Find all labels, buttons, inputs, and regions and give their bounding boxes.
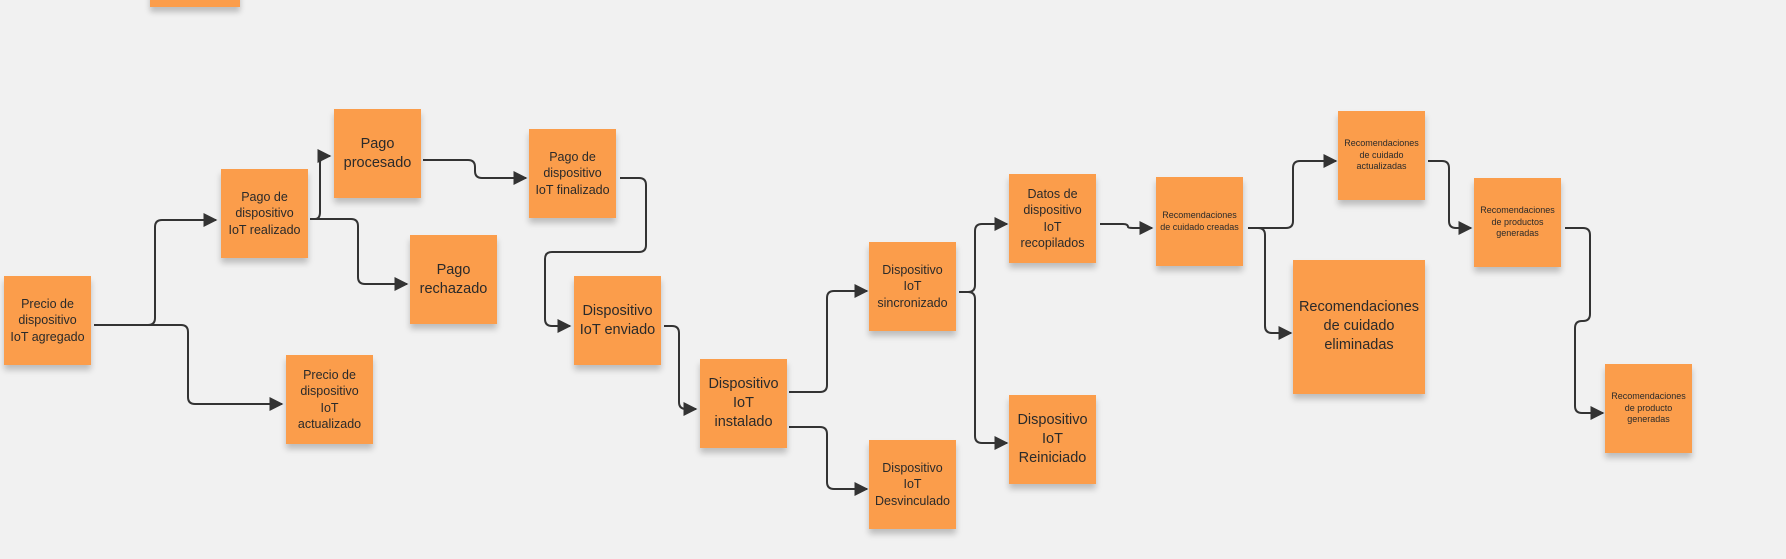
connector-sincronizado-to-reiniciado bbox=[959, 291, 1009, 450]
sticky-note-label: Recomendaciones de cuidado creadas bbox=[1160, 209, 1239, 232]
sticky-note-dispositivo-instalado[interactable]: Dispositivo IoT instalado bbox=[700, 359, 787, 448]
sticky-note-dispositivo-enviado[interactable]: Dispositivo IoT enviado bbox=[574, 276, 661, 365]
sticky-note-label: Datos de dispositivo IoT recopilados bbox=[1020, 187, 1085, 250]
sticky-note-partial-top[interactable] bbox=[150, 0, 240, 7]
connector-instalado-to-desvinculado bbox=[789, 426, 869, 496]
sticky-note-pago-finalizado[interactable]: Pago de dispositivo IoT finalizado bbox=[529, 129, 616, 218]
sticky-note-precio-actualizado[interactable]: Precio de dispositivo IoT actualizado bbox=[286, 355, 373, 444]
connector-creadas-to-actualizadas bbox=[1248, 154, 1338, 229]
connector-instalado-to-sincronizado bbox=[789, 284, 869, 393]
sticky-note-dispositivo-desvinculado[interactable]: Dispositivo IoT Desvinculado bbox=[869, 440, 956, 529]
connector-actualizadas-to-productos-generadas bbox=[1428, 160, 1473, 235]
sticky-note-label: Recomendaciones de producto generadas bbox=[1611, 390, 1686, 425]
sticky-note-recomendaciones-eliminadas[interactable]: Recomendaciones de cuidado eliminadas bbox=[1293, 260, 1425, 394]
connector-creadas-to-eliminadas bbox=[1248, 227, 1293, 340]
connector-productos-to-producto-generadas bbox=[1565, 227, 1605, 420]
sticky-note-recomendaciones-productos[interactable]: Recomendaciones de productos generadas bbox=[1474, 178, 1561, 267]
connector-sincronizado-to-datos-recopilados bbox=[959, 217, 1009, 293]
sticky-note-recomendaciones-creadas[interactable]: Recomendaciones de cuidado creadas bbox=[1156, 177, 1243, 266]
connector-pago-finalizado-to-dispositivo-enviado bbox=[544, 177, 647, 333]
sticky-note-recomendaciones-actualizadas[interactable]: Recomendaciones de cuidado actualizadas bbox=[1338, 111, 1425, 200]
sticky-note-label: Pago de dispositivo IoT realizado bbox=[228, 190, 301, 237]
sticky-note-pago-procesado[interactable]: Pago procesado bbox=[334, 109, 421, 198]
sticky-note-label: Pago de dispositivo IoT finalizado bbox=[535, 150, 610, 197]
sticky-note-label: Precio de dispositivo IoT actualizado bbox=[297, 368, 362, 431]
sticky-note-dispositivo-reiniciado[interactable]: Dispositivo IoT Reiniciado bbox=[1009, 395, 1096, 484]
sticky-note-label: Dispositivo IoT sincronizado bbox=[877, 263, 948, 310]
connector-dispositivo-enviado-to-instalado bbox=[664, 325, 698, 416]
sticky-note-label: Recomendaciones de cuidado actualizadas bbox=[1344, 137, 1419, 172]
connector-precio-agregado-to-pago-realizado bbox=[94, 213, 218, 326]
sticky-note-label: Pago procesado bbox=[343, 135, 412, 171]
sticky-note-precio-agregado[interactable]: Precio de dispositivo IoT agregado bbox=[4, 276, 91, 365]
sticky-note-label: Recomendaciones de cuidado eliminadas bbox=[1298, 299, 1420, 353]
sticky-note-label: Dispositivo IoT Desvinculado bbox=[874, 461, 951, 508]
connector-pago-procesado-to-pago-finalizado bbox=[423, 159, 528, 185]
sticky-note-label: Dispositivo IoT enviado bbox=[579, 302, 656, 338]
sticky-note-label: Dispositivo IoT instalado bbox=[708, 376, 779, 430]
sticky-note-dispositivo-sincronizado[interactable]: Dispositivo IoT sincronizado bbox=[869, 242, 956, 331]
sticky-note-label: Dispositivo IoT Reiniciado bbox=[1017, 412, 1088, 466]
sticky-note-label: Precio de dispositivo IoT agregado bbox=[10, 297, 85, 344]
sticky-note-recomendaciones-producto[interactable]: Recomendaciones de producto generadas bbox=[1605, 364, 1692, 453]
connector-datos-to-recomendaciones-creadas bbox=[1100, 221, 1154, 235]
connector-pago-realizado-to-pago-rechazado bbox=[310, 218, 409, 291]
connector-pago-realizado-to-pago-procesado bbox=[310, 149, 332, 220]
sticky-note-pago-realizado[interactable]: Pago de dispositivo IoT realizado bbox=[221, 169, 308, 258]
sticky-note-label: Recomendaciones de productos generadas bbox=[1480, 204, 1555, 239]
sticky-note-pago-rechazado[interactable]: Pago rechazado bbox=[410, 235, 497, 324]
connector-precio-agregado-to-precio-actualizado bbox=[94, 324, 284, 411]
sticky-note-label: Pago rechazado bbox=[419, 261, 488, 297]
sticky-note-datos-recopilados[interactable]: Datos de dispositivo IoT recopilados bbox=[1009, 174, 1096, 263]
